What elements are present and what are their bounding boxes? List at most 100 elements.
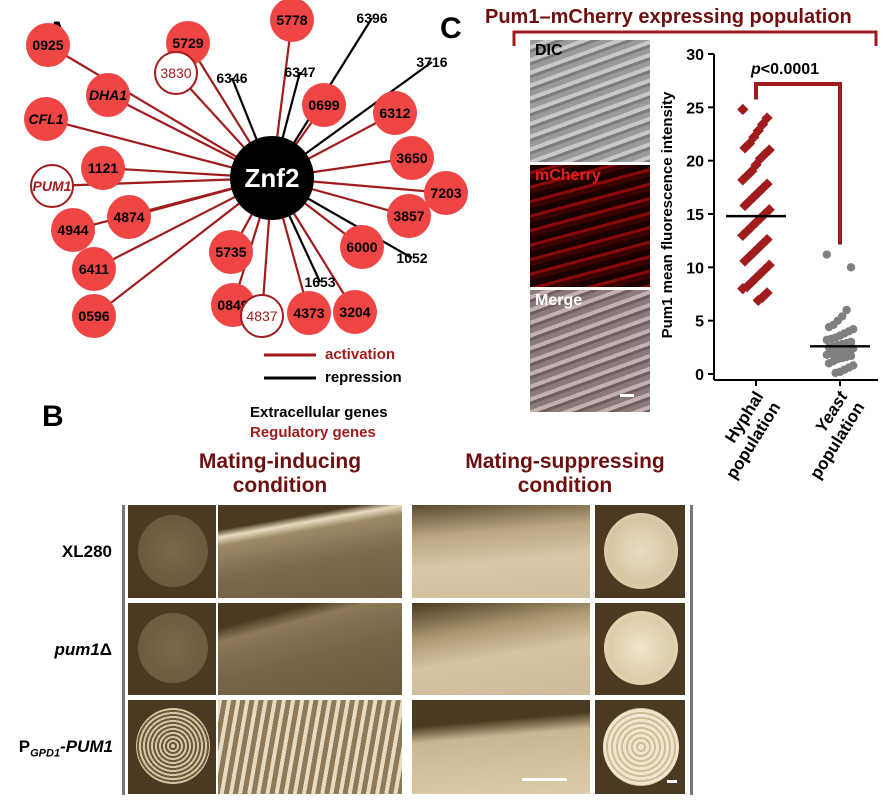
pum1-inducing-colony — [128, 603, 216, 695]
node-3830 — [154, 51, 198, 95]
pgpd1-suppressing-colony — [595, 700, 685, 794]
y-tick-label-10: 10 — [686, 260, 704, 277]
legend-activation: activation — [325, 346, 396, 363]
node-label-1121: 1121 — [88, 160, 119, 176]
y-tick-label-5: 5 — [695, 314, 704, 331]
micro-scale-bar — [620, 394, 634, 397]
node-label-6312: 6312 — [379, 105, 410, 121]
node-4944 — [51, 208, 95, 252]
strain-pum1-name: pum1 — [54, 640, 100, 659]
node-label-6347: 6347 — [284, 64, 315, 80]
node-label-6396: 6396 — [356, 10, 387, 26]
node-3857 — [387, 194, 431, 238]
y-tick-label-15: 15 — [686, 207, 704, 224]
strain-xl280: XL280 — [61, 542, 112, 561]
node-4373 — [287, 291, 331, 335]
micrograph-mcherry: mCherry — [530, 165, 650, 287]
point-yeast-0 — [822, 250, 831, 259]
point-yeast-26 — [822, 350, 831, 359]
node-5735 — [209, 230, 253, 274]
micrograph-merge: Merge — [530, 290, 650, 412]
scale-bar — [522, 778, 567, 781]
panel-c-letter: C — [440, 12, 462, 45]
node-label-3716: 3716 — [416, 54, 447, 70]
pgpd1-inducing-colony — [128, 700, 216, 794]
micro-label-dic: DIC — [535, 42, 563, 59]
node-label-4874: 4874 — [113, 209, 144, 225]
significance-bracket — [754, 82, 842, 245]
y-tick-label-0: 0 — [695, 367, 704, 384]
point-yeast-32 — [824, 359, 834, 368]
condition-left-line2: condition — [232, 474, 328, 497]
pgpd1-suppressing-edge — [412, 700, 590, 794]
node-label-5729: 5729 — [172, 35, 203, 51]
micrograph-dic: DIC — [530, 40, 650, 162]
condition-right-line2: condition — [517, 474, 613, 497]
strain-pgpd1-pum1: PGPD1-PUM1 — [0, 737, 113, 759]
node-label-pum1: PUM1 — [33, 178, 72, 194]
strain-pum1-suffix-text: -PUM1 — [60, 737, 113, 756]
x-category-label-1: Yeastpopulation — [789, 387, 869, 482]
hub-label: Znf2 — [245, 163, 300, 193]
node-dha1 — [86, 73, 130, 117]
p-italic: p — [750, 61, 761, 78]
point-hyphal-32 — [739, 255, 751, 267]
strain-pum1-suffix: Δ — [99, 640, 112, 659]
scale-bar-small — [667, 780, 677, 783]
node-3650 — [390, 136, 434, 180]
point-yeast-37 — [831, 368, 840, 378]
node-label-1653: 1653 — [304, 274, 335, 290]
xl280-inducing-colony — [128, 505, 216, 598]
node-label-1052: 1052 — [396, 250, 427, 266]
point-hyphal-0 — [737, 103, 749, 116]
node-label-5778: 5778 — [276, 12, 307, 28]
condition-left-title: Mating-inducing condition — [150, 450, 410, 498]
node-5778 — [270, 0, 314, 42]
point-yeast-1 — [846, 263, 856, 272]
micro-label-mcherry: mCherry — [535, 167, 601, 184]
pum1-suppressing-edge — [412, 603, 590, 695]
node-6411 — [72, 247, 116, 291]
node-7203 — [424, 171, 468, 215]
condition-right-title: Mating-suppressing condition — [430, 450, 700, 498]
condition-right-line1: Mating-suppressing — [465, 450, 665, 473]
micro-label-merge: Merge — [535, 292, 583, 309]
pum1-inducing-edge — [218, 603, 402, 695]
edge-0925 — [47, 44, 273, 179]
node-0596 — [72, 294, 116, 338]
y-tick-label-30: 30 — [686, 47, 704, 64]
right-frame-bar — [690, 505, 693, 795]
node-label-7203: 7203 — [430, 185, 461, 201]
node-4837 — [240, 294, 284, 338]
node-0699 — [302, 83, 346, 127]
legend-regulatory: Regulatory genes — [250, 424, 376, 441]
pum1-suppressing-colony — [595, 603, 685, 695]
panel-c-bracket — [512, 30, 878, 46]
node-label-0925: 0925 — [32, 37, 63, 53]
node-label-5735: 5735 — [215, 244, 246, 260]
p-value-annotation: p<0.0001 — [750, 61, 819, 78]
xl280-suppressing-edge — [412, 505, 590, 598]
pgpd1-inducing-edge — [218, 700, 402, 794]
node-label-cfl1: CFL1 — [29, 111, 64, 127]
node-label-4944: 4944 — [57, 222, 88, 238]
node-label-0849: 0849 — [217, 297, 248, 313]
x-category-label-0: Hyphalpopulation — [705, 388, 784, 482]
strain-p-prefix: P — [18, 737, 31, 756]
legend-repression: repression — [325, 369, 402, 386]
node-cfl1 — [24, 97, 68, 141]
node-0925 — [26, 23, 70, 67]
node-6000 — [340, 225, 384, 269]
point-yeast-13 — [822, 335, 831, 345]
panel-c-title: Pum1–mCherry expressing population — [485, 6, 852, 28]
strain-gpd1-subscript: GPD1 — [30, 747, 61, 760]
node-6312 — [373, 91, 417, 135]
node-label-0699: 0699 — [308, 97, 339, 113]
node-label-6000: 6000 — [346, 239, 377, 255]
node-label-dha1: DHA1 — [89, 87, 127, 103]
node-label-4373: 4373 — [293, 305, 324, 321]
condition-left-line1: Mating-inducing — [198, 450, 362, 473]
node-label-6346: 6346 — [216, 70, 247, 86]
